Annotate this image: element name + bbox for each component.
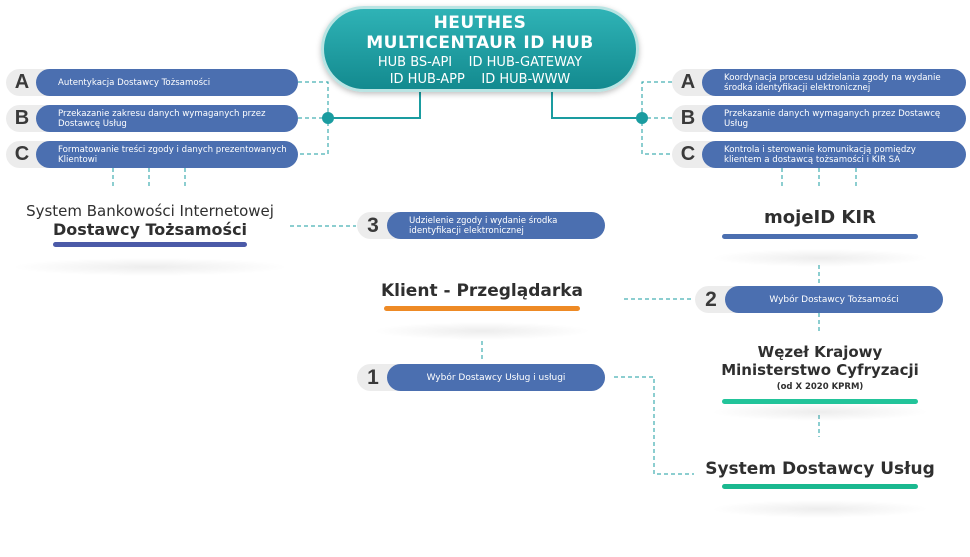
step-key: C — [14, 143, 30, 165]
flow-step-2: 2 Wybór Dostawcy Tożsamości — [695, 286, 943, 313]
step-text: Autentykacja Dostawcy Tożsamości — [36, 69, 298, 96]
node-client-browser: Klient - Przeglądarka — [362, 278, 602, 340]
step-key: A — [680, 71, 696, 93]
wezel-line1: Węzeł Krajowy — [757, 343, 883, 361]
flow-step-3: 3 Udzielenie zgody i wydanie środka iden… — [357, 212, 605, 239]
step-key: C — [680, 143, 696, 165]
service-underline — [722, 484, 918, 489]
step-number: 3 — [367, 214, 379, 237]
hub-name: MULTICENTAUR ID HUB — [366, 33, 594, 53]
left-step-a: A Autentykacja Dostawcy Tożsamości — [6, 69, 298, 96]
step-key: B — [680, 107, 696, 129]
wezel-line2: Ministerstwo Cyfryzacji — [721, 361, 919, 379]
hub-components-row1: HUB BS-API ID HUB-GATEWAY — [377, 55, 583, 70]
step-number: 2 — [705, 288, 717, 311]
node-mojeid-kir: mojeID KIR — [700, 205, 940, 267]
wezel-note: (od X 2020 KPRM) — [776, 382, 864, 392]
mojeid-label: mojeID KIR — [764, 207, 876, 228]
bank-underline — [53, 242, 247, 247]
bank-line1: System Bankowości Internetowej — [26, 202, 274, 220]
wezel-underline — [722, 399, 918, 404]
step-text: Wybór Dostawcy Usług i usługi — [387, 364, 605, 391]
node-bank-system: System Bankowości Internetowej Dostawcy … — [0, 202, 300, 276]
client-label: Klient - Przeglądarka — [380, 281, 584, 301]
step-text: Przekazanie danych wymaganych przez Dost… — [702, 105, 966, 132]
node-wezel-krajowy: Węzeł Krajowy Ministerstwo Cyfryzacji (o… — [700, 343, 940, 421]
step-text: Koordynacja procesu udzielania zgody na … — [702, 69, 966, 96]
bank-line2: Dostawcy Tożsamości — [52, 220, 248, 239]
node-shadow — [372, 322, 592, 340]
right-step-c: C Kontrola i sterowanie komunikacją pomi… — [672, 141, 966, 168]
hub-components-row2: ID HUB-APP ID HUB-WWW — [389, 72, 571, 87]
step-text: Formatowanie treści zgody i danych preze… — [36, 141, 298, 168]
node-shadow — [710, 500, 930, 518]
step-key: A — [14, 71, 30, 93]
node-service-provider: System Dostawcy Usług — [700, 456, 940, 518]
flow-step-1: 1 Wybór Dostawcy Usług i usługi — [357, 364, 605, 391]
client-underline — [384, 306, 580, 311]
node-shadow — [10, 258, 290, 276]
left-step-c: C Formatowanie treści zgody i danych pre… — [6, 141, 298, 168]
mojeid-underline — [722, 234, 918, 239]
hub-title-pill: HEUTHES MULTICENTAUR ID HUB HUB BS-API I… — [321, 6, 639, 92]
left-step-b: B Przekazanie zakresu danych wymaganych … — [6, 105, 298, 132]
node-shadow — [710, 249, 930, 267]
step-text: Udzielenie zgody i wydanie środka identy… — [387, 212, 605, 239]
hub-brand: HEUTHES — [433, 13, 527, 33]
service-label: System Dostawcy Usług — [705, 459, 935, 479]
right-step-a: A Koordynacja procesu udzielania zgody n… — [672, 69, 966, 96]
step-text: Kontrola i sterowanie komunikacją pomięd… — [702, 141, 966, 168]
step-text: Przekazanie zakresu danych wymaganych pr… — [36, 105, 298, 132]
node-shadow — [710, 403, 930, 421]
step-text: Wybór Dostawcy Tożsamości — [725, 286, 943, 313]
right-step-b: B Przekazanie danych wymaganych przez Do… — [672, 105, 966, 132]
step-key: B — [14, 107, 30, 129]
step-number: 1 — [367, 366, 379, 389]
